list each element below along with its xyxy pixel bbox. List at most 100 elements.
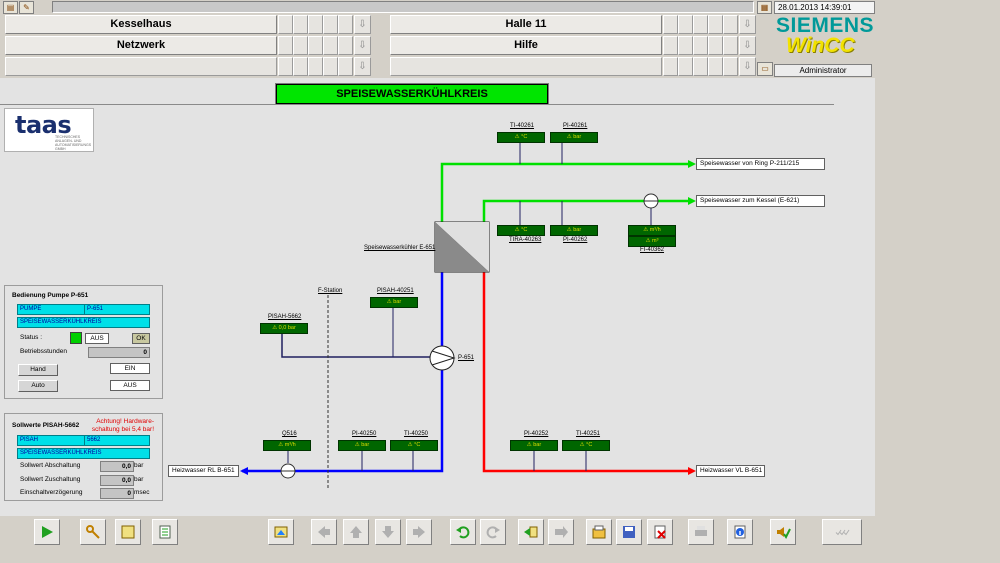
redo-icon[interactable] <box>480 519 506 545</box>
nav-button-halle11[interactable]: Halle 11 <box>390 15 662 34</box>
save-icon[interactable] <box>616 519 642 545</box>
start-icon[interactable] <box>34 519 60 545</box>
tag-ti40251[interactable]: TI-40251 <box>576 431 601 437</box>
key-icon[interactable] <box>80 519 106 545</box>
nav-button-hilfe[interactable]: Hilfe <box>390 36 662 55</box>
nav-slot[interactable] <box>338 57 353 76</box>
nav-button-empty[interactable] <box>390 57 662 76</box>
on-setpoint-value[interactable]: 0,0 <box>100 475 134 486</box>
nav-slot[interactable] <box>338 36 353 55</box>
nav-slot[interactable] <box>693 15 708 34</box>
logo-text: taas <box>15 111 72 139</box>
off-setpoint-value[interactable]: 0,0 <box>100 461 134 472</box>
delay-value[interactable]: 0 <box>100 488 134 499</box>
nav-slot[interactable] <box>723 57 738 76</box>
nav-slot[interactable] <box>678 15 693 34</box>
status-led <box>70 332 82 344</box>
tag-pisah5662[interactable]: PISAH-5662 <box>268 314 302 320</box>
arrow-left-icon[interactable] <box>311 519 337 545</box>
nav-slot[interactable] <box>323 36 338 55</box>
export-icon[interactable] <box>548 519 574 545</box>
nav-slot[interactable] <box>278 57 293 76</box>
arrow-up-icon[interactable] <box>343 519 369 545</box>
delete-icon[interactable] <box>647 519 673 545</box>
nav-slot[interactable] <box>663 15 678 34</box>
pipe-supply-in <box>440 162 688 222</box>
down-arrow-icon[interactable]: ⇩ <box>354 36 371 55</box>
nav-slot[interactable] <box>708 15 723 34</box>
undo-icon[interactable] <box>450 519 476 545</box>
nav-slot[interactable] <box>293 57 308 76</box>
nav-slot[interactable] <box>663 36 678 55</box>
info-icon[interactable] <box>727 519 753 545</box>
tag-pi40262[interactable]: PI-40262 <box>563 237 588 243</box>
down-arrow-icon[interactable]: ⇩ <box>354 57 371 76</box>
tag-pi40252[interactable]: PI-40252 <box>524 431 549 437</box>
tag-q516[interactable]: Q516 <box>282 431 297 437</box>
hand-button[interactable]: Hand <box>18 364 58 376</box>
arrow-right-icon[interactable] <box>406 519 432 545</box>
down-arrow-icon[interactable]: ⇩ <box>739 57 756 76</box>
nav-slot[interactable] <box>293 36 308 55</box>
tag-pi40261[interactable]: PI-40261 <box>563 123 588 129</box>
nav-slot[interactable] <box>338 15 353 34</box>
nav-slot[interactable] <box>663 57 678 76</box>
delay-label: Einschaltverzögerung <box>20 489 83 496</box>
tag-pi40250[interactable]: PI-40250 <box>352 431 377 437</box>
message-line <box>52 1 754 13</box>
open-icon[interactable] <box>586 519 612 545</box>
down-arrow-icon[interactable]: ⇩ <box>739 15 756 34</box>
ein-button[interactable]: EIN <box>110 363 150 374</box>
calendar-icon[interactable]: ▦ <box>757 1 772 14</box>
acknowledge-all-icon[interactable] <box>822 519 862 545</box>
nav-button-empty[interactable] <box>5 57 277 76</box>
acknowledge-horn-icon[interactable] <box>770 519 796 545</box>
nav-slot[interactable] <box>308 36 323 55</box>
print-icon[interactable] <box>688 519 714 545</box>
nav-slot[interactable] <box>723 15 738 34</box>
tag-ti40261[interactable]: TI-40261 <box>510 123 535 129</box>
nav-slot[interactable] <box>708 57 723 76</box>
nav-button-netzwerk[interactable]: Netzwerk <box>5 36 277 55</box>
nav-slot[interactable] <box>293 15 308 34</box>
nav-button-kesselhaus[interactable]: Kesselhaus <box>5 15 277 34</box>
nav-slot[interactable] <box>278 36 293 55</box>
nav-slot[interactable] <box>278 15 293 34</box>
nav-slot[interactable] <box>678 57 693 76</box>
pipe-heat-out <box>482 272 688 473</box>
folder-icon[interactable]: ▤ <box>3 1 18 14</box>
label-supply-out: Speisewasser zum Kessel (E-621) <box>696 195 825 207</box>
monitor-icon[interactable]: ▭ <box>757 62 773 76</box>
nav-slot[interactable] <box>308 15 323 34</box>
window-icon[interactable] <box>115 519 141 545</box>
value-pisah40251: ⚠ bar <box>370 297 418 308</box>
tag-fi40362[interactable]: FI-40362 <box>640 247 665 253</box>
list-icon[interactable] <box>152 519 178 545</box>
tag-pisah40251[interactable]: PISAH-40251 <box>377 288 414 294</box>
nav-slot[interactable] <box>693 57 708 76</box>
pipe-supply-out <box>482 199 688 222</box>
nav-slot[interactable] <box>308 57 323 76</box>
down-arrow-icon[interactable]: ⇩ <box>739 36 756 55</box>
edit-icon[interactable]: ✎ <box>19 1 34 14</box>
tag-tira40263[interactable]: TIRA-40263 <box>509 237 542 243</box>
tag-ti40250[interactable]: TI-40250 <box>404 431 429 437</box>
nav-slot[interactable] <box>693 36 708 55</box>
nav-slot[interactable] <box>723 36 738 55</box>
nav-slot[interactable] <box>323 15 338 34</box>
pump-type: PUMPE <box>17 304 85 315</box>
nav-slot[interactable] <box>678 36 693 55</box>
nav-slot[interactable] <box>323 57 338 76</box>
value-ti40251: ⚠ °C <box>562 440 610 451</box>
down-arrow-icon[interactable]: ⇩ <box>354 15 371 34</box>
import-icon[interactable] <box>518 519 544 545</box>
picture-icon[interactable] <box>268 519 294 545</box>
value-q516: ⚠ m³/h <box>263 440 311 451</box>
auto-button[interactable]: Auto <box>18 380 58 392</box>
status-value: AUS <box>85 333 109 344</box>
arrow-down-icon[interactable] <box>375 519 401 545</box>
nav-slot[interactable] <box>708 36 723 55</box>
aus-button[interactable]: AUS <box>110 380 150 391</box>
label-supply-in: Speisewasser von Ring P-211/215 <box>696 158 825 170</box>
pump-id: P-651 <box>84 304 150 315</box>
